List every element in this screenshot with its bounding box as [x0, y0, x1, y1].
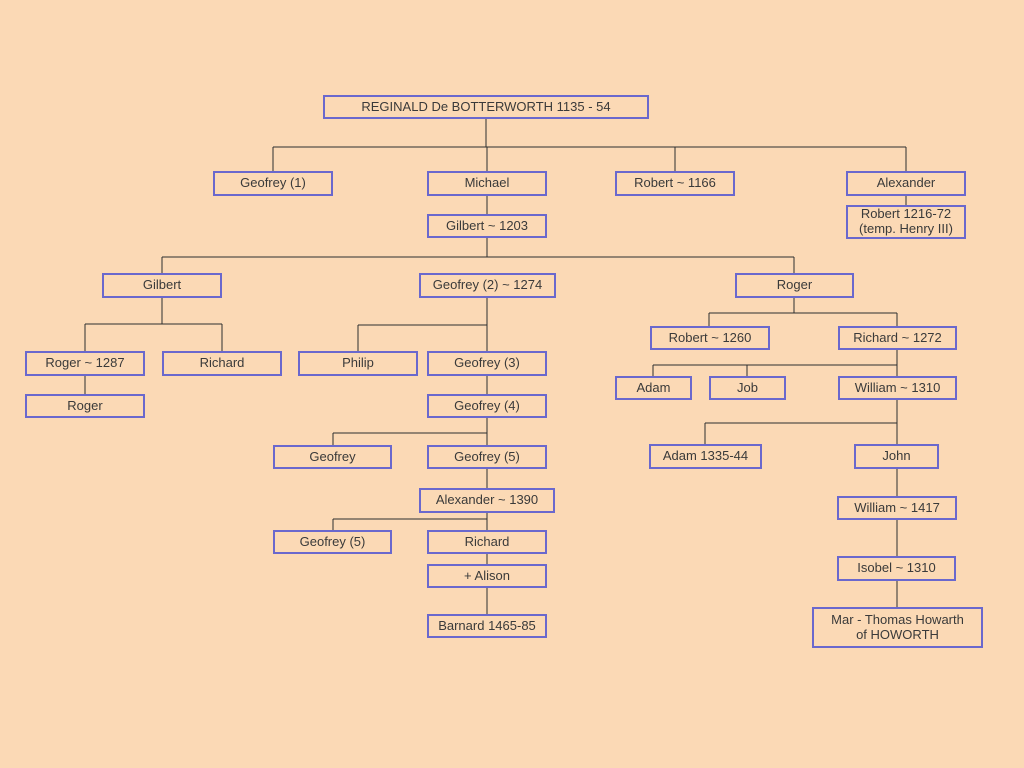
- tree-node-adam-1335: Adam 1335-44: [649, 444, 762, 469]
- tree-node-alexander: Alexander: [846, 171, 966, 196]
- tree-node-roger-sr: Roger: [735, 273, 854, 298]
- tree-node-adam: Adam: [615, 376, 692, 400]
- tree-node-michael: Michael: [427, 171, 547, 196]
- tree-node-robert-1260: Robert ~ 1260: [650, 326, 770, 350]
- tree-node-roger-jr: Roger: [25, 394, 145, 418]
- tree-node-isobel: Isobel ~ 1310: [837, 556, 956, 581]
- tree-node-geofrey-b: Geofrey: [273, 445, 392, 469]
- tree-node-geofrey-3: Geofrey (3): [427, 351, 547, 376]
- tree-node-william-1417: William ~ 1417: [837, 496, 957, 520]
- tree-node-alison: + Alison: [427, 564, 547, 588]
- tree-node-gilbert-1203: Gilbert ~ 1203: [427, 214, 547, 238]
- tree-node-job: Job: [709, 376, 786, 400]
- tree-node-barnard: Barnard 1465-85: [427, 614, 547, 638]
- tree-node-roger-1287: Roger ~ 1287: [25, 351, 145, 376]
- tree-node-philip: Philip: [298, 351, 418, 376]
- tree-node-reginald: REGINALD De BOTTERWORTH 1135 - 54: [323, 95, 649, 119]
- tree-node-geofrey-5: Geofrey (5): [427, 445, 547, 469]
- tree-node-richard-a: Richard: [162, 351, 282, 376]
- tree-node-gilbert: Gilbert: [102, 273, 222, 298]
- tree-node-robert-1216: Robert 1216-72 (temp. Henry III): [846, 205, 966, 239]
- tree-node-geofrey-4: Geofrey (4): [427, 394, 547, 418]
- tree-node-geofrey-5b: Geofrey (5): [273, 530, 392, 554]
- tree-node-william-1310: William ~ 1310: [838, 376, 957, 400]
- tree-node-geofrey-2: Geofrey (2) ~ 1274: [419, 273, 556, 298]
- tree-node-geofrey-1: Geofrey (1): [213, 171, 333, 196]
- tree-node-alexander-1390: Alexander ~ 1390: [419, 488, 555, 513]
- tree-node-robert-1166: Robert ~ 1166: [615, 171, 735, 196]
- tree-node-thomas-howarth: Mar - Thomas Howarth of HOWORTH: [812, 607, 983, 648]
- tree-node-richard-1272: Richard ~ 1272: [838, 326, 957, 350]
- tree-node-john: John: [854, 444, 939, 469]
- tree-node-richard-b: Richard: [427, 530, 547, 554]
